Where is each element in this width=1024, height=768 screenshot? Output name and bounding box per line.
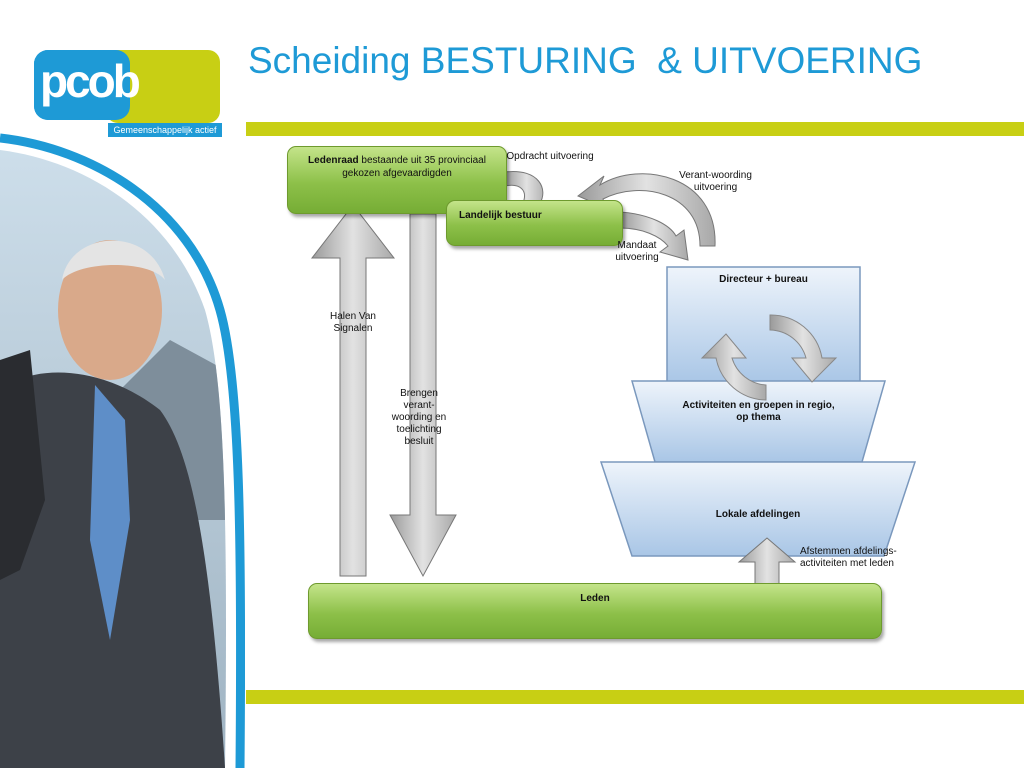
verantwoording-arrow [577,173,716,247]
lokale-shape [599,461,917,557]
directeur-label: Directeur + bureau [719,274,808,285]
down-arrow [389,213,457,578]
leden-box: Leden [308,583,882,639]
lokale-label: Lokale afdelingen [715,509,801,520]
page-title: Scheiding BESTURING & UITVOERING [248,40,923,81]
logo-tagline: Gemeenschappelijk actief [108,123,222,137]
person-photo [0,133,245,768]
top-divider [246,122,1024,136]
verantwoording-label: Verant-woording uitvoering [679,170,752,193]
opdracht-label: Opdracht uitvoering [506,151,594,162]
bottom-divider [246,690,1024,704]
mandaat-label: Mandaat uitvoering [615,240,659,263]
landelijk-bestuur-box: Landelijk bestuur [446,200,623,246]
pcob-logo [34,50,220,123]
halen-label: Halen Van Signalen [330,311,376,334]
landelijk-bestuur-label: Landelijk bestuur [459,210,542,221]
ledenraad-description: bestaande uit 35 provinciaal gekozen afg… [342,155,486,179]
ledenraad-label: Ledenraad [308,155,359,166]
mandaat-arrow [619,211,689,261]
leden-label: Leden [580,593,610,604]
activiteiten-label: Activiteiten en groepen in regio, op the… [682,400,835,423]
up-arrow [310,204,396,577]
cycle-icon [700,314,838,401]
logo-text: pcob [40,55,141,107]
afstemmen-label: Afstemmen afdelings-activiteiten met led… [800,546,897,569]
brengen-label: Brengen verant-woording en toelichting b… [391,388,447,447]
